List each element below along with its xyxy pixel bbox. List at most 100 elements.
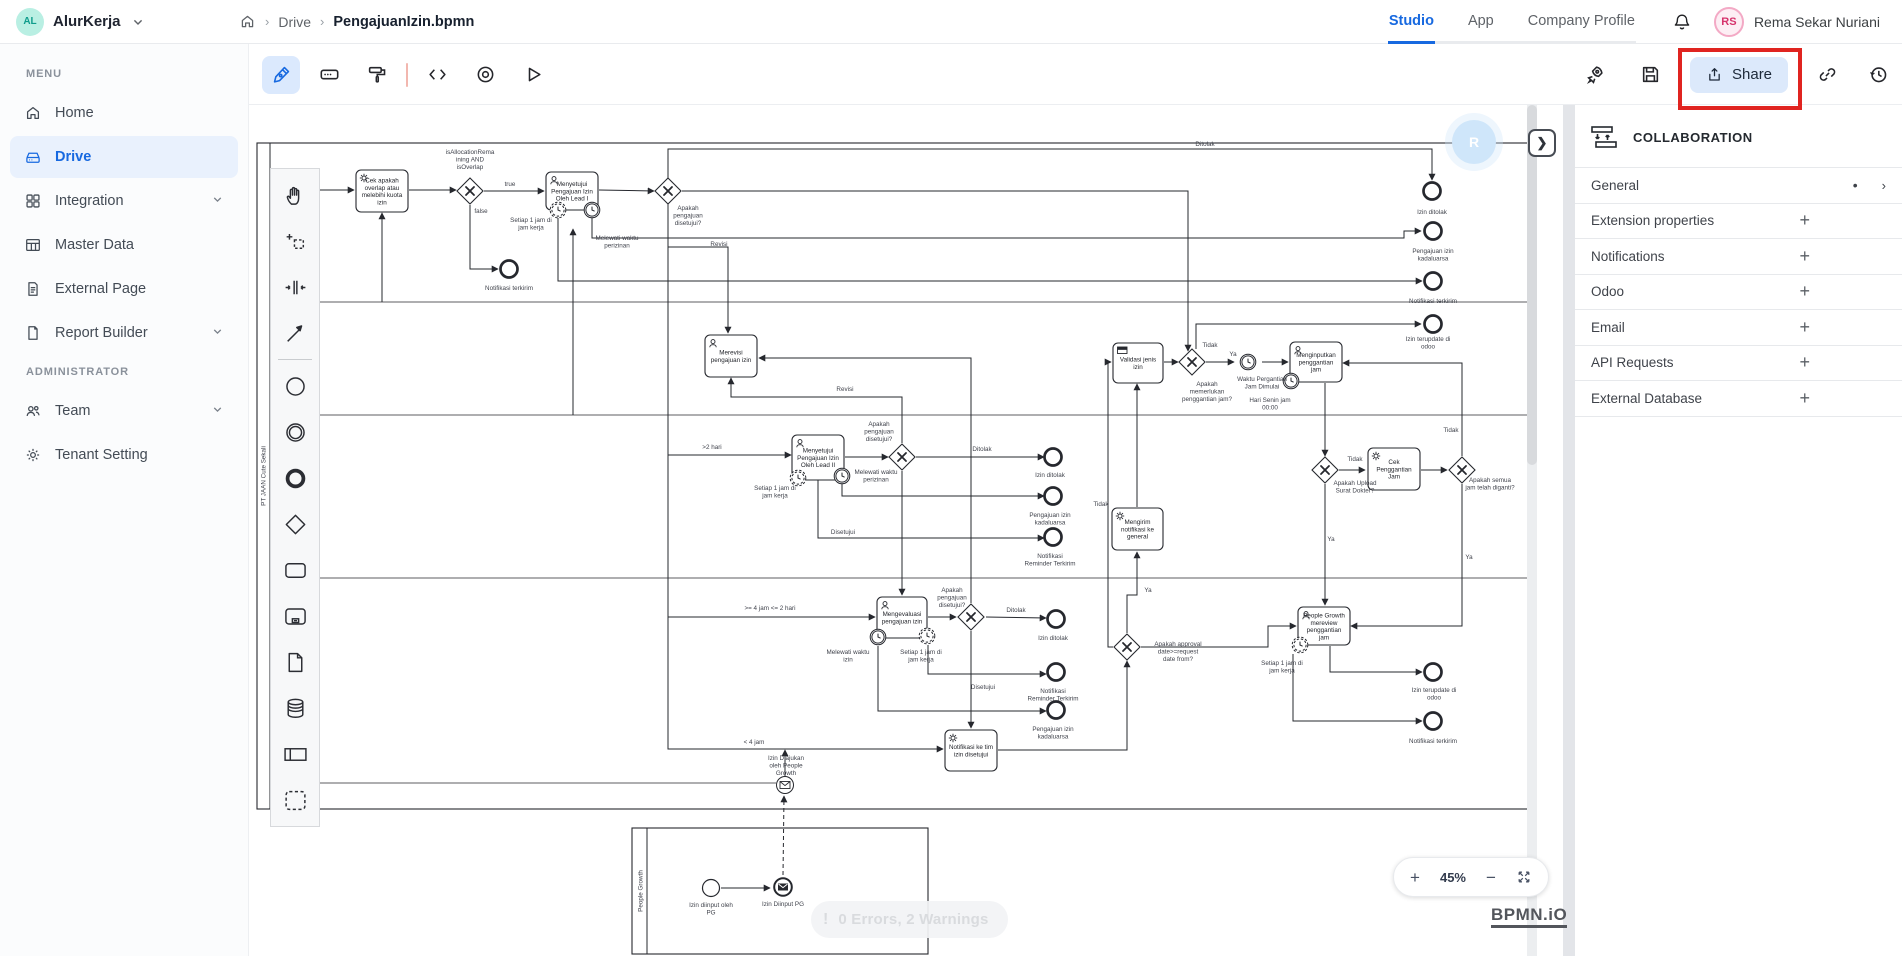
share-button[interactable]: Share — [1690, 56, 1789, 93]
bpmn-gateway[interactable] — [1178, 348, 1206, 376]
bpmn-pool[interactable]: People Growth — [631, 827, 929, 955]
palette-space-tool[interactable] — [271, 264, 319, 310]
panel-section-api-requests[interactable]: API Requests+ — [1575, 346, 1902, 381]
bpmn-event-end[interactable] — [1043, 486, 1063, 506]
sequence-flow[interactable] — [682, 190, 1192, 352]
panel-section-email[interactable]: Email+ — [1575, 310, 1902, 346]
sequence-flow[interactable] — [667, 148, 1436, 181]
bpmn-event-end[interactable] — [1423, 711, 1443, 731]
palette-lasso-tool[interactable] — [271, 218, 319, 264]
color-tool-button[interactable] — [358, 56, 396, 94]
sidebar-item-drive[interactable]: Drive — [10, 136, 238, 178]
sequence-flow[interactable] — [1350, 484, 1463, 630]
panel-section-odoo[interactable]: Odoo+ — [1575, 275, 1902, 310]
bpmn-event-end[interactable] — [1423, 221, 1443, 241]
sidebar-item-team[interactable]: Team — [10, 390, 238, 432]
breadcrumb-drive[interactable]: Drive — [278, 13, 312, 30]
canvas-vertical-scrollbar[interactable] — [1527, 105, 1537, 956]
palette-subprocess-tool[interactable] — [271, 593, 319, 639]
bpmn-gateway[interactable] — [1448, 456, 1476, 484]
sequence-flow[interactable] — [469, 205, 499, 273]
bpmn-event-end[interactable] — [1423, 314, 1443, 334]
sequence-flow[interactable] — [877, 646, 1047, 715]
palette-connect-tool[interactable] — [271, 310, 319, 356]
tab-company-profile[interactable]: Company Profile — [1527, 12, 1635, 29]
bpmn-event-end[interactable] — [1046, 700, 1066, 720]
sequence-flow[interactable] — [985, 614, 1047, 622]
sidebar-item-external-page[interactable]: External Page — [10, 268, 238, 310]
save-tool-button[interactable] — [1631, 56, 1669, 94]
panel-section-external-database[interactable]: External Database+ — [1575, 381, 1902, 417]
sequence-flow[interactable] — [557, 218, 1423, 285]
link-tool-button[interactable] — [1808, 56, 1846, 94]
sequence-flow[interactable] — [758, 354, 972, 603]
canvas-scrollbar-thumb[interactable] — [1527, 105, 1537, 465]
add-icon[interactable]: + — [1799, 281, 1810, 302]
bpmn-event-msg-catch[interactable] — [776, 776, 794, 794]
notification-bell-button[interactable] — [1672, 12, 1692, 32]
history-tool-button[interactable] — [1859, 56, 1897, 94]
bpmn-gateway[interactable] — [1113, 633, 1141, 661]
sequence-flow[interactable] — [1104, 358, 1113, 648]
collapse-panel-button[interactable]: ❯ — [1528, 129, 1556, 157]
launch-tool-button[interactable] — [1575, 56, 1613, 94]
add-icon[interactable]: + — [1799, 245, 1810, 266]
palette-data-store-tool[interactable] — [271, 685, 319, 731]
panel-section-notifications[interactable]: Notifications+ — [1575, 239, 1902, 275]
palette-data-object-tool[interactable] — [271, 639, 319, 685]
tab-studio[interactable]: Studio — [1387, 0, 1435, 44]
sequence-flow[interactable] — [1342, 359, 1463, 456]
zoom-out-button[interactable]: − — [1486, 867, 1496, 887]
palette-intermediate-event-tool[interactable] — [271, 409, 319, 455]
preview-tool-button[interactable] — [466, 56, 504, 94]
zoom-in-button[interactable]: + — [1410, 867, 1420, 887]
sidebar-item-master-data[interactable]: Master Data — [10, 224, 238, 266]
palette-start-event-tool[interactable] — [271, 363, 319, 409]
add-icon[interactable]: + — [1799, 387, 1810, 408]
message-flow[interactable] — [780, 795, 788, 876]
bpmn-pool[interactable]: PT JAAN Cute Sekali — [256, 142, 1534, 810]
bpmn-event-start[interactable] — [701, 878, 721, 898]
add-icon[interactable]: + — [1799, 316, 1810, 337]
sequence-flow[interactable] — [841, 483, 1045, 500]
palette-gateway-tool[interactable] — [271, 501, 319, 547]
sequence-flow[interactable] — [927, 645, 1047, 678]
palette-hand-tool[interactable] — [271, 172, 319, 218]
sequence-flow[interactable] — [667, 247, 944, 753]
sequence-flow[interactable] — [598, 187, 655, 195]
bpmn-gateway[interactable] — [957, 603, 985, 631]
bpmn-gateway[interactable] — [1311, 456, 1339, 484]
palette-end-event-tool[interactable] — [271, 455, 319, 501]
sequence-flow[interactable] — [817, 480, 1045, 542]
sequence-flow[interactable] — [1126, 551, 1141, 633]
sequence-flow[interactable] — [1292, 654, 1423, 725]
bpmn-gateway[interactable] — [456, 177, 484, 205]
bpmn-event-end[interactable] — [1043, 447, 1063, 467]
sidebar-item-report-builder[interactable]: Report Builder — [10, 312, 238, 354]
bpmn-gateway[interactable] — [654, 177, 682, 205]
panel-section-general[interactable]: General•› — [1575, 168, 1902, 204]
bpmn-event-end[interactable] — [1423, 662, 1443, 682]
sequence-flow[interactable] — [998, 660, 1131, 751]
form-tool-button[interactable] — [310, 56, 348, 94]
bpmn-event-timer-int[interactable] — [1239, 353, 1257, 371]
bpmn-event-end[interactable] — [1422, 181, 1442, 201]
play-tool-button[interactable] — [514, 56, 552, 94]
sequence-flow[interactable] — [1195, 320, 1422, 349]
home-icon[interactable] — [239, 13, 256, 30]
bpmn-event-end[interactable] — [1046, 609, 1066, 629]
bpmn-event-end[interactable] — [1043, 527, 1063, 547]
fullscreen-button[interactable] — [1516, 869, 1532, 885]
palette-participant-tool[interactable] — [271, 731, 319, 777]
sidebar-item-home[interactable]: Home — [10, 92, 238, 134]
palette-group-tool[interactable] — [271, 777, 319, 823]
